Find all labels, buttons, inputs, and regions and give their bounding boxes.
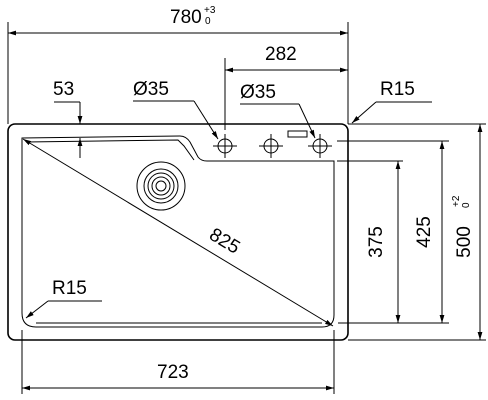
corner-radius-inner-label: R15	[52, 278, 87, 299]
dimension-corner-radius-outer: R15	[351, 79, 432, 124]
hole-diameter-right-label: Ø35	[240, 82, 276, 103]
overflow-slot	[287, 130, 308, 138]
overall-depth-tol-upper: +2	[451, 195, 462, 207]
tap-hole-right	[308, 134, 332, 158]
diagonal-label: 825	[205, 224, 243, 258]
inner-depth-label: 425	[414, 216, 435, 248]
overall-width-label: 780	[170, 7, 202, 28]
dimension-front-edge: 53	[53, 79, 83, 158]
dimension-diagonal: 825	[22, 138, 334, 327]
bowl-depth-label: 375	[366, 226, 387, 258]
overall-depth-tol-lower: 0	[461, 202, 472, 208]
hole-diameter-left-label: Ø35	[133, 79, 169, 100]
dimension-hole-right: Ø35	[240, 82, 316, 139]
drain	[136, 161, 186, 211]
overall-depth-label: 500	[454, 226, 475, 258]
dimension-corner-radius-inner: R15	[25, 278, 102, 319]
dimension-depths: 375 425 500 +2 0	[337, 123, 486, 341]
overall-width-tol-upper: +3	[204, 5, 216, 16]
dimension-tap-offset: 282	[224, 44, 348, 130]
dimension-hole-left: Ø35	[133, 79, 219, 140]
dimension-bowl-width: 723	[21, 330, 335, 394]
corner-radius-outer-label: R15	[380, 79, 415, 100]
tap-hole-middle	[259, 134, 283, 158]
bowl-width-label: 723	[157, 362, 189, 383]
front-edge-label: 53	[53, 79, 74, 100]
tap-offset-label: 282	[265, 44, 297, 65]
overall-width-tol-lower: 0	[205, 16, 211, 27]
dimension-overall-width: 780 +3 0	[7, 5, 349, 124]
